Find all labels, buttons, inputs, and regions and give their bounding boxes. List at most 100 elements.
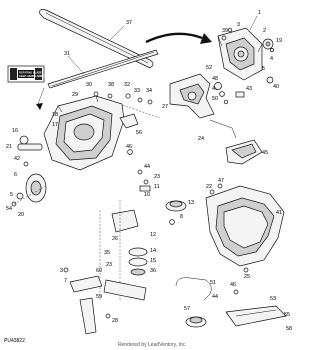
- callout-32: 32: [124, 82, 130, 88]
- callout-29: 29: [72, 92, 78, 98]
- callout-13: 13: [188, 200, 194, 206]
- plate-12: [111, 209, 139, 233]
- nut-22: [209, 189, 215, 195]
- block-43: [235, 91, 245, 98]
- callout-39: 39: [222, 28, 228, 34]
- knob-16: [19, 135, 29, 145]
- callout-28: 28: [112, 318, 118, 324]
- washer-49: [219, 91, 225, 97]
- impeller: [169, 73, 215, 119]
- nut-47: [217, 183, 223, 189]
- callout-56: 56: [136, 130, 142, 136]
- callout-57: 57: [184, 306, 190, 312]
- cable-51: [175, 277, 212, 301]
- callout-16: 16: [12, 128, 18, 134]
- callout-19: 19: [276, 38, 282, 44]
- callout-53: 53: [270, 296, 276, 302]
- wheel-left: [25, 173, 47, 203]
- blade-53: [225, 305, 287, 327]
- callout-45: 45: [262, 150, 268, 156]
- callout-60: 60: [96, 268, 102, 274]
- bolt-30: [93, 91, 99, 97]
- callout-5-top: 5: [262, 66, 265, 72]
- nut-44: [137, 169, 143, 175]
- callout-17: 17: [52, 122, 58, 128]
- callout-52: 52: [206, 65, 212, 71]
- nut-50: [223, 99, 229, 105]
- callout-58: 58: [286, 326, 292, 332]
- bracket-60: [69, 275, 103, 293]
- callout-3-low: 3: [60, 268, 63, 274]
- callout-59: 59: [96, 294, 102, 300]
- washer-5: [16, 192, 24, 200]
- callout-18: 18: [52, 112, 58, 118]
- callout-10: 10: [144, 192, 150, 198]
- callout-27: 27: [162, 104, 168, 110]
- parts-diagram: 37 3 1 ROTATING BLADE KEEP HANDS AND FEET…: [4, 9, 292, 348]
- callout-8: 8: [180, 214, 183, 220]
- direction-arrow-head: [200, 33, 212, 44]
- pulley-13: [165, 200, 187, 212]
- handle-21: [17, 143, 43, 151]
- callout-15: 15: [150, 258, 156, 264]
- warning-decal-line2: KEEP HANDS AND FEET AWAY: [19, 74, 58, 78]
- callout-30-a: 30: [86, 82, 92, 88]
- callout-4-top: 4: [270, 56, 273, 62]
- plate-59: [103, 279, 147, 301]
- callout-49: 49: [212, 86, 218, 92]
- callout-40: 40: [273, 84, 279, 90]
- direction-arrow: [145, 32, 203, 44]
- callout-33: 33: [134, 88, 140, 94]
- lever-9: [79, 297, 97, 335]
- drive-belt-37: [39, 9, 154, 69]
- callout-5-left: 5: [10, 192, 13, 198]
- washer-8: [169, 219, 175, 225]
- bolt-42: [23, 161, 29, 167]
- callout-1: 1: [258, 10, 261, 16]
- callout-36: 36: [150, 268, 156, 274]
- screw-3: [227, 27, 233, 33]
- callout-22-right: 22: [206, 184, 212, 190]
- screw-3-low: [63, 267, 69, 273]
- drawing-code: PU43822: [4, 338, 25, 344]
- callout-26: 26: [112, 236, 118, 242]
- warning-decal-line1: ROTATING BLADE: [19, 71, 42, 75]
- bearing-48: [214, 82, 222, 90]
- callout-42: 42: [14, 156, 20, 162]
- footer-watermark: Rendered by LeadVentory, Inc.: [118, 342, 187, 348]
- callout-7-low: 7: [64, 278, 67, 284]
- pulley-stack: [128, 247, 148, 276]
- callout-24: 24: [198, 136, 204, 142]
- washer-40: [266, 76, 274, 84]
- bolt-38: [107, 93, 113, 99]
- callout-20: 20: [18, 212, 24, 218]
- callout-47: 47: [218, 178, 224, 184]
- rod-40: [209, 119, 237, 139]
- callout-25: 25: [244, 274, 250, 280]
- callout-43: 43: [246, 86, 252, 92]
- callout-44-mid: 44: [144, 164, 150, 170]
- callout-6: 6: [14, 172, 17, 178]
- screw-19: [270, 48, 274, 52]
- callout-23-low: 23: [106, 262, 112, 268]
- spacer-11: [139, 185, 151, 192]
- decal-arrow-head: [36, 103, 43, 110]
- main-housing: [43, 95, 125, 171]
- deflector-45: [225, 139, 263, 165]
- callout-23-mid: 23: [154, 174, 160, 180]
- gearbox-housing: [217, 27, 263, 81]
- callout-12: 12: [150, 232, 156, 238]
- nut-23: [143, 179, 149, 185]
- callout-48: 48: [212, 76, 218, 82]
- callout-50: 50: [212, 96, 218, 102]
- callout-34: 34: [146, 88, 152, 94]
- warning-decal: ROTATING BLADE KEEP HANDS AND FEET AWAY: [7, 65, 58, 83]
- bracket-56: [119, 113, 139, 129]
- callout-35: 35: [104, 250, 110, 256]
- rod-31: [47, 49, 159, 89]
- callout-37: 37: [126, 20, 132, 26]
- pulley-57: [185, 316, 207, 328]
- callout-21: 21: [6, 144, 12, 150]
- callout-46: 46: [126, 144, 132, 150]
- washer-34: [147, 99, 153, 105]
